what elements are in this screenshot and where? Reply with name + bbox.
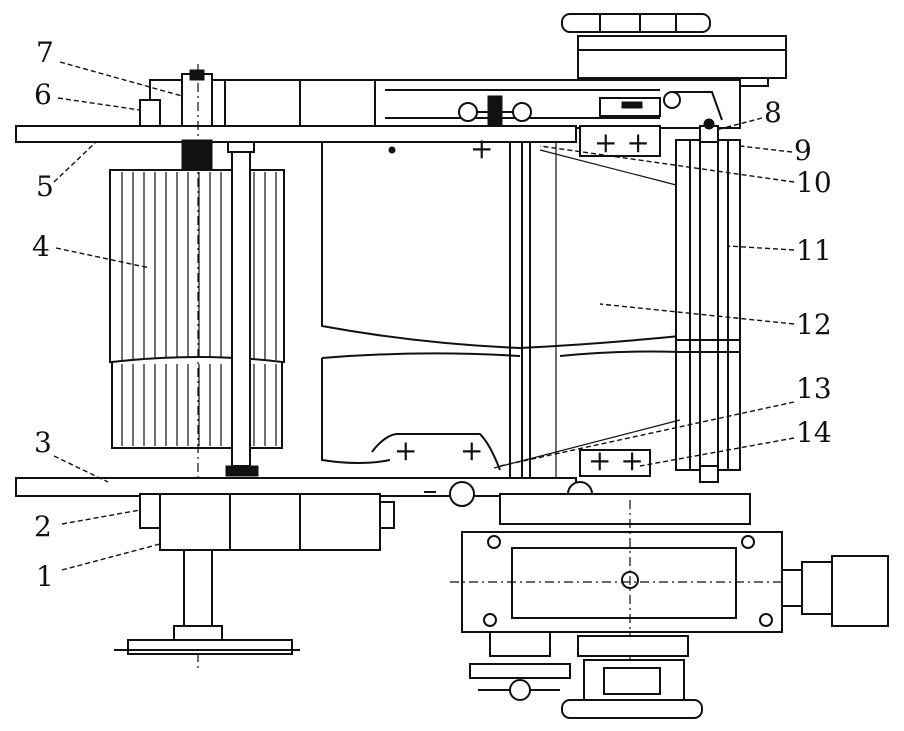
upper-frame (150, 80, 740, 128)
label-2: 2 (34, 510, 52, 543)
label-9: 9 (794, 134, 812, 167)
label-10: 10 (796, 166, 832, 199)
gearbox (450, 494, 888, 718)
label-8: 8 (764, 96, 782, 129)
label-14: 14 (796, 416, 832, 449)
svg-text:+: + (460, 434, 483, 467)
lower-bracket: + + + + (372, 420, 680, 477)
label-12: 12 (796, 308, 832, 341)
center-rods (510, 142, 556, 480)
top-bolt (182, 70, 212, 172)
bottom-motor (114, 494, 394, 654)
label-5: 5 (36, 170, 54, 203)
svg-text:+: + (394, 434, 417, 467)
top-handwheel (562, 14, 786, 86)
svg-text:+ +: + + (588, 444, 644, 477)
label-7: 7 (36, 36, 54, 69)
label-13: 13 (796, 372, 832, 405)
roller-upper (110, 170, 284, 362)
svg-text:+ +: + + (594, 126, 650, 159)
roller-lower (112, 357, 282, 448)
label-11: 11 (796, 234, 832, 267)
svg-text:+: + (470, 132, 493, 165)
label-1: 1 (36, 560, 54, 593)
label-4: 4 (32, 230, 50, 263)
label-6: 6 (34, 78, 52, 111)
label-3: 3 (34, 426, 52, 459)
belt: + (322, 132, 680, 463)
